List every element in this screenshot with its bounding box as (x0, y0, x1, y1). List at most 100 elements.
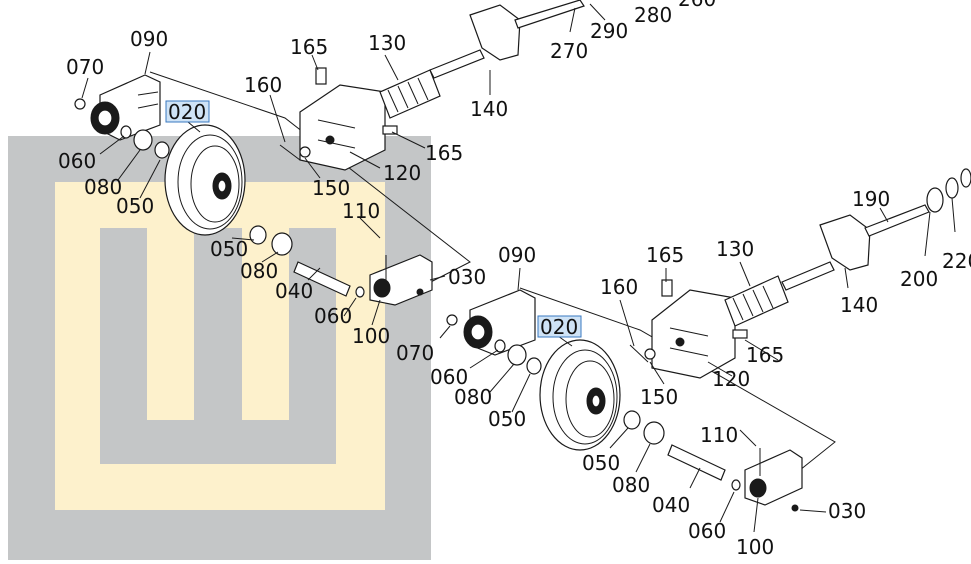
label-060: 060 (58, 149, 96, 173)
upper-labels: 090 070 020 165 130 160 140 165 120 150 … (58, 0, 716, 348)
part-030-bolt (416, 288, 424, 296)
part-165-bolt-top-lower (661, 279, 673, 297)
label-090: 090 (130, 27, 168, 51)
bracket-slots (137, 91, 159, 109)
part-140-yoke (469, 4, 521, 61)
label-020-lower-highlighted: 020 (537, 315, 582, 339)
lower-labels: 090 165 130 190 200 220 160 140 020 070 … (396, 187, 971, 559)
part-130-spring-lower (724, 275, 789, 327)
label-020: 020 (168, 100, 206, 124)
part-165-bolt-side (382, 125, 398, 135)
part-060-oring-lower (494, 339, 506, 353)
label-060-lower-right: 060 (688, 519, 726, 543)
label-130: 130 (368, 31, 406, 55)
label-060-lower: 060 (430, 365, 468, 389)
highlight-box (165, 100, 210, 123)
label-110: 110 (342, 199, 380, 223)
part-150-nut (299, 146, 311, 158)
highlight-box-lower (537, 315, 582, 338)
label-080-right: 080 (240, 259, 278, 283)
label-220: 220 (942, 249, 971, 273)
lower-housing-bore (470, 323, 486, 341)
part-150-nut-lower (644, 348, 656, 360)
label-100: 100 (352, 324, 390, 348)
part-050-bearing (154, 141, 170, 159)
label-030: 030 (448, 265, 486, 289)
upper-group-outline (149, 71, 471, 291)
label-270: 270 (550, 39, 588, 63)
part-100-bracket-lower (744, 449, 803, 506)
label-150: 150 (312, 176, 350, 200)
label-120: 120 (383, 161, 421, 185)
part-160-pin-lower (629, 344, 649, 363)
part-050-bearing-lower (526, 357, 542, 375)
part-050-bearing-right (249, 225, 267, 245)
lower-block-bolt-hole (675, 337, 685, 347)
part-165-bolt-top (315, 67, 327, 85)
bracket-hub (373, 278, 391, 298)
part-030-bolt-lower (791, 504, 799, 512)
part-060-oring-right (355, 286, 365, 298)
lower-assembly: 090 165 130 190 200 220 160 140 020 070 … (396, 168, 971, 559)
label-165-side: 165 (425, 141, 463, 165)
part-130-spring (379, 69, 441, 119)
label-060-right: 060 (314, 304, 352, 328)
label-165-top-lower: 165 (646, 243, 684, 267)
part-070-washer-lower (446, 314, 458, 326)
housing-bore (97, 109, 113, 127)
part-040-shaft-lower (667, 444, 726, 481)
label-150-lower: 150 (640, 385, 678, 409)
label-190: 190 (852, 187, 890, 211)
part-050-bearing-lower-right (623, 410, 641, 430)
label-165-top: 165 (290, 35, 328, 59)
lower-leader-lines (439, 197, 956, 533)
lower-bracket-hub (749, 478, 767, 498)
part-160-pin (279, 144, 301, 161)
upper-rod-extension (514, 0, 585, 29)
label-260: 260 (678, 0, 716, 11)
label-040: 040 (275, 279, 313, 303)
part-165-bolt-side-lower (732, 329, 748, 339)
part-080-seal-lower-right (643, 421, 665, 445)
label-020-highlighted: 020 (165, 100, 210, 124)
label-110-lower: 110 (700, 423, 738, 447)
part-190-rod (864, 204, 930, 237)
lower-block-detail (669, 327, 709, 357)
label-020-lower: 020 (540, 315, 578, 339)
label-280: 280 (634, 3, 672, 27)
part-140-yoke-lower (819, 214, 871, 271)
watermark-letter-gap-right (242, 228, 289, 420)
label-050-lower: 050 (488, 407, 526, 431)
part-080-seal-lower (507, 344, 527, 366)
label-030-lower: 030 (828, 499, 866, 523)
part-060-oring-lower-right (731, 479, 741, 491)
label-165-side-lower: 165 (746, 343, 784, 367)
lower-group-outline (519, 287, 836, 471)
label-200: 200 (900, 267, 938, 291)
label-050-right: 050 (210, 237, 248, 261)
label-120-lower: 120 (712, 367, 750, 391)
label-070-lower: 070 (396, 341, 434, 365)
upper-assembly: 090 070 020 165 130 160 140 165 120 150 … (58, 0, 716, 348)
part-070-washer (74, 98, 86, 110)
label-140: 140 (470, 97, 508, 121)
label-080: 080 (84, 175, 122, 199)
part-140-rod-lower (781, 261, 835, 291)
part-020-idler-wheel (164, 124, 246, 236)
block-detail (317, 119, 356, 149)
label-050: 050 (116, 194, 154, 218)
part-220-nut (945, 177, 959, 199)
label-080-lower-right: 080 (612, 473, 650, 497)
part-200-washer (926, 187, 944, 213)
part-080-seal-right (271, 232, 293, 256)
label-160: 160 (244, 73, 282, 97)
part-060-oring (120, 125, 132, 139)
label-290: 290 (590, 19, 628, 43)
label-070: 070 (66, 55, 104, 79)
block-bolt-hole (325, 135, 335, 145)
part-020-idler-wheel-lower (539, 339, 621, 451)
part-220-nut-outer (960, 168, 971, 188)
part-140-rod (429, 49, 485, 79)
